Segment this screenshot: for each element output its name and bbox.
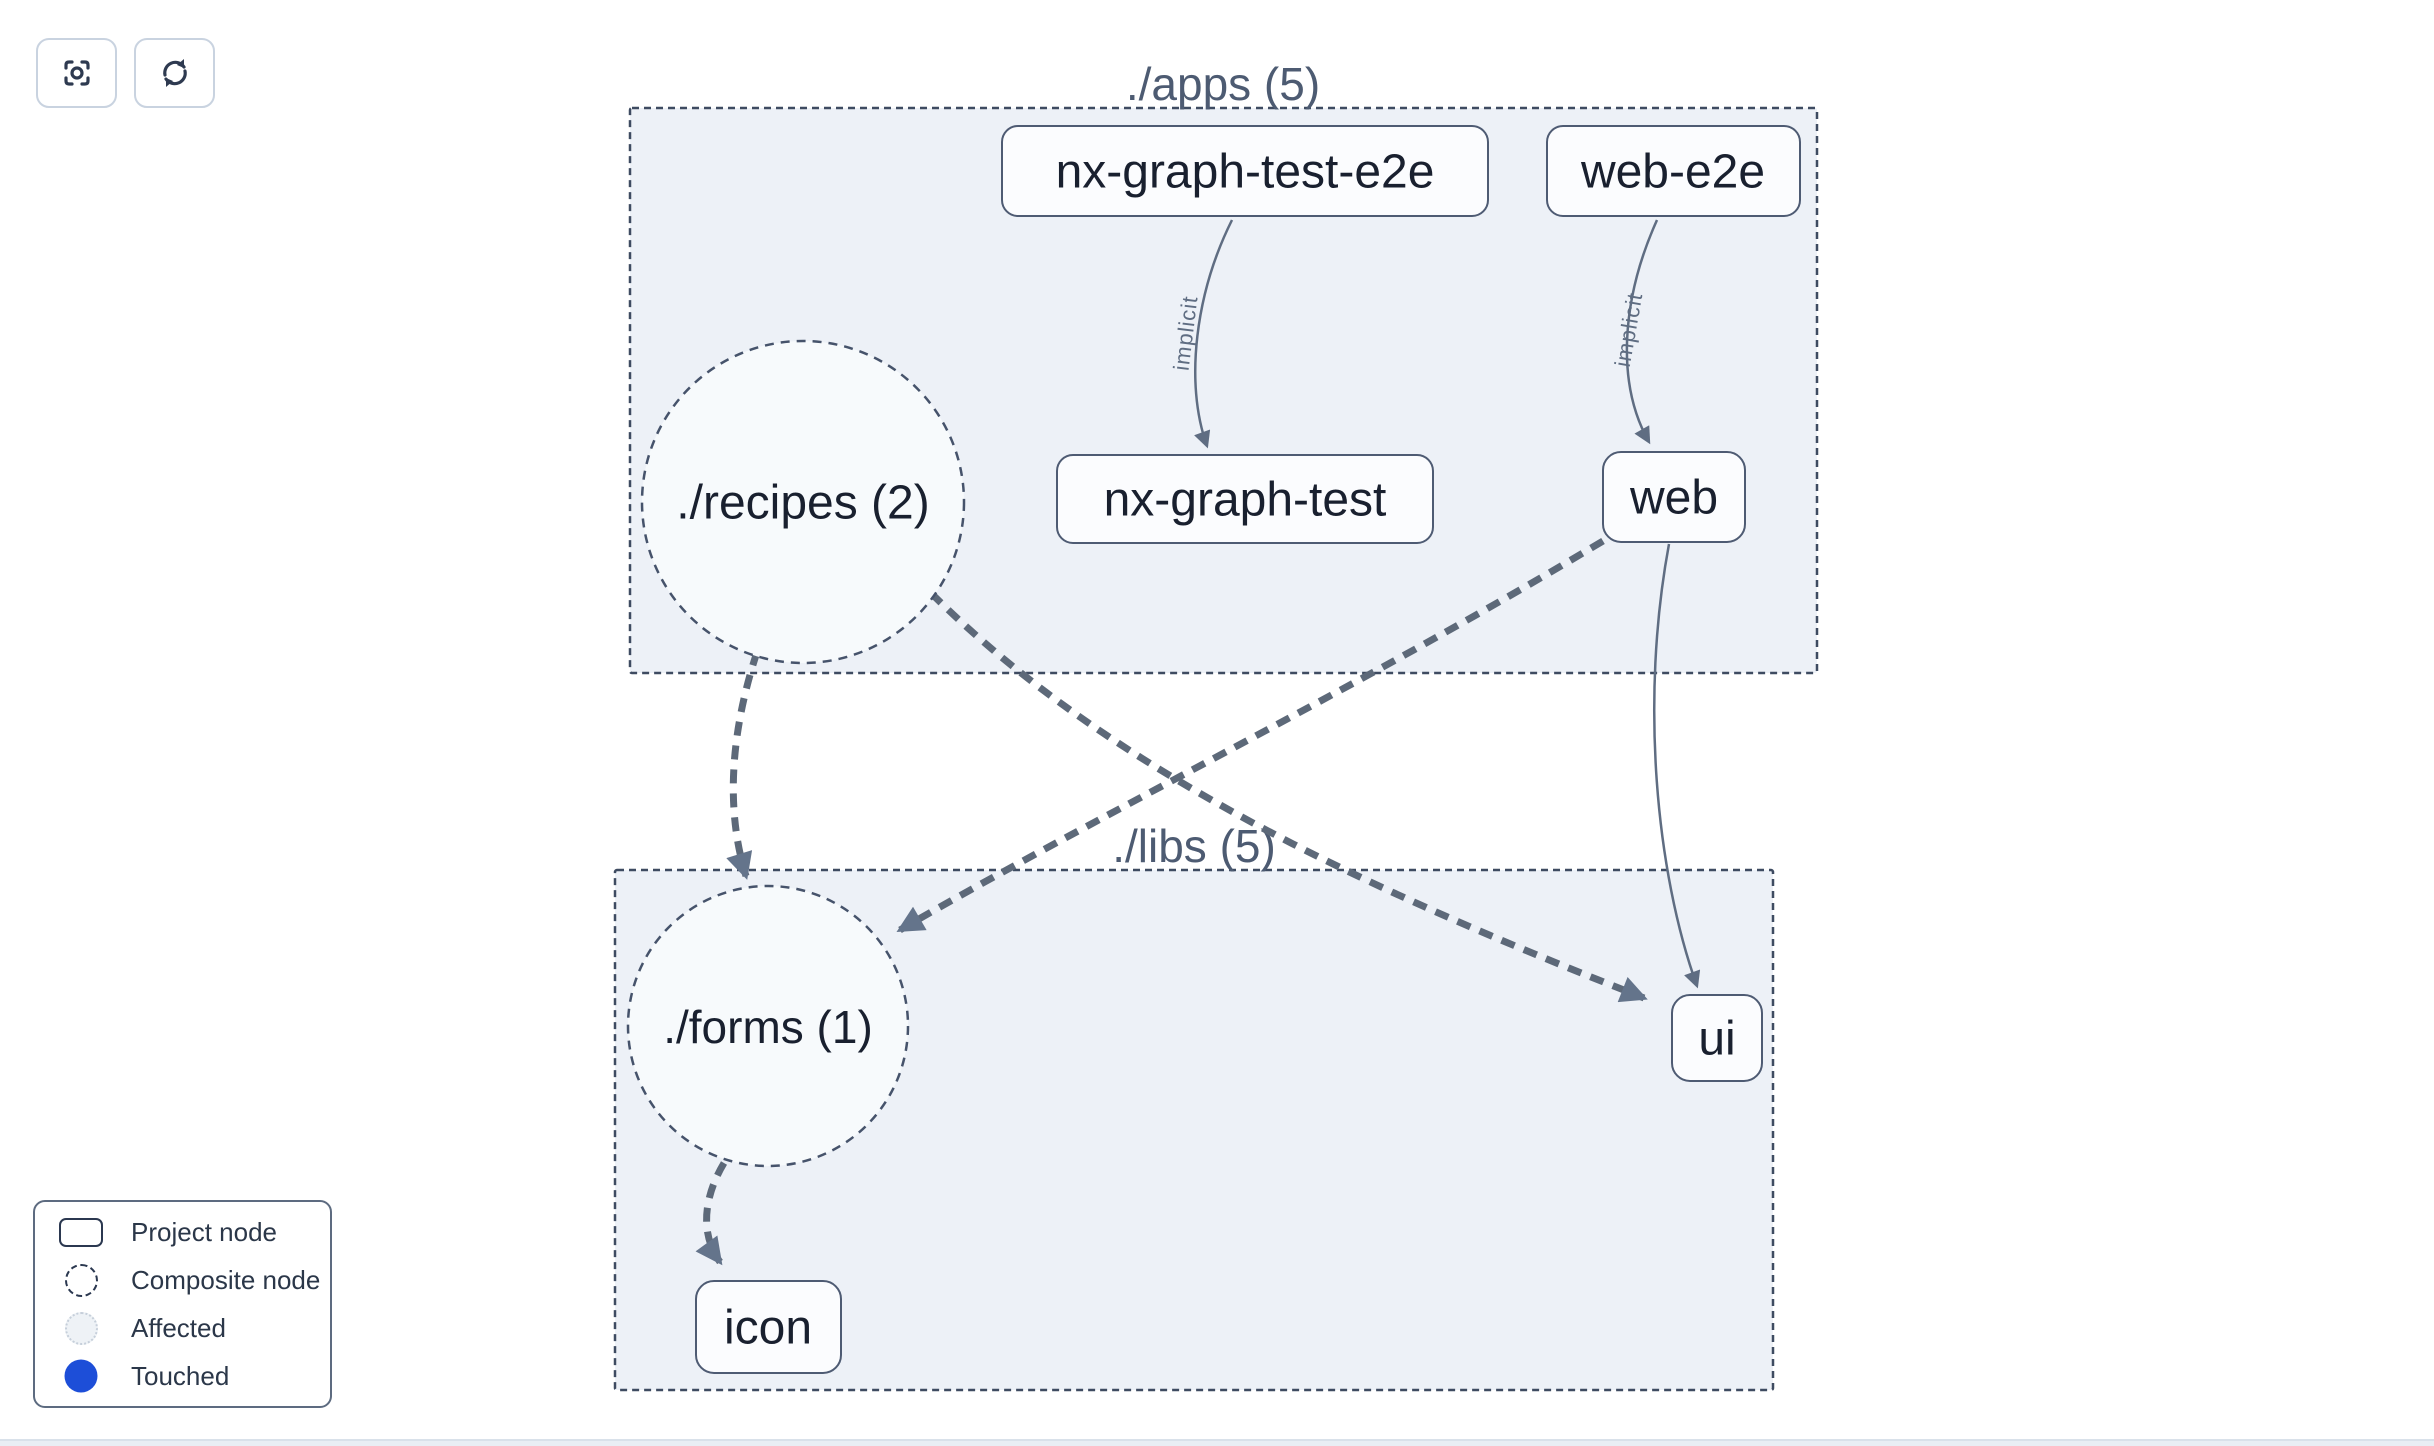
edge-recipes-to-ui[interactable]	[928, 590, 1648, 1003]
focus-icon	[63, 60, 90, 86]
canvas-bottom-border	[0, 1439, 2434, 1446]
legend-label-touched: Touched	[131, 1360, 230, 1391]
edge-forms-to-icon[interactable]	[695, 1161, 728, 1266]
project-node-nx-graph-test[interactable]	[1056, 454, 1434, 544]
legend-item-project-node: Project node	[57, 1211, 330, 1253]
refresh-icon	[162, 59, 187, 87]
group-libs-label: ./libs (5)	[1112, 820, 1276, 872]
focus-button[interactable]	[36, 38, 117, 108]
legend-item-touched: Touched	[57, 1355, 330, 1397]
legend-label-composite-node: Composite node	[131, 1264, 321, 1295]
group-apps-label: ./apps (5)	[1126, 58, 1320, 110]
legend-item-composite-node: Composite node	[57, 1259, 330, 1301]
legend-label-project-node: Project node	[131, 1216, 277, 1247]
legend: Project node Composite node Affected Tou…	[33, 1200, 332, 1408]
project-node-web[interactable]	[1602, 451, 1746, 543]
refresh-button[interactable]	[134, 38, 215, 108]
affected-swatch	[64, 1311, 98, 1345]
graph-toolbar	[36, 38, 215, 108]
composite-node-swatch	[64, 1263, 98, 1297]
touched-swatch	[64, 1359, 98, 1393]
composite-node-forms[interactable]	[626, 884, 910, 1168]
project-node-ui[interactable]	[1671, 994, 1763, 1082]
edge-web-to-ui[interactable]	[1653, 543, 1701, 989]
project-node-icon[interactable]	[695, 1280, 842, 1374]
edge-nx-graph-test-e2e-to-nx-graph-test[interactable]	[1194, 219, 1234, 449]
legend-item-affected: Affected	[57, 1307, 330, 1349]
project-node-swatch	[59, 1217, 103, 1247]
project-node-web-e2e[interactable]	[1546, 125, 1801, 217]
edge-web-e2e-to-web[interactable]	[1625, 219, 1659, 445]
edge-web-to-forms[interactable]	[896, 537, 1605, 934]
project-node-nx-graph-test-e2e[interactable]	[1001, 125, 1489, 217]
edge-recipes-to-forms[interactable]	[726, 650, 761, 880]
composite-node-recipes[interactable]	[640, 339, 966, 665]
legend-label-affected: Affected	[131, 1312, 226, 1343]
